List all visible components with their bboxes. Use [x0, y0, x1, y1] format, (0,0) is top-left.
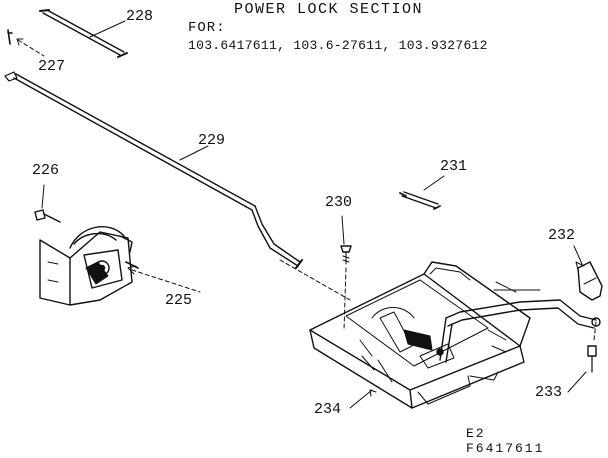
handle-lever-arm	[439, 299, 601, 363]
part-230-screw	[340, 215, 352, 331]
callout-227: 227	[38, 58, 66, 75]
part-228-rod	[39, 9, 128, 58]
part-232-knob	[573, 245, 603, 301]
callout-231: 231	[440, 158, 468, 175]
for-label: FOR:	[188, 20, 226, 36]
figure-id: F6417611	[466, 441, 545, 456]
model-numbers: 103.6417611, 103.6-27611, 103.9327612	[188, 38, 488, 53]
callout-225: 225	[165, 292, 193, 309]
diagram-title: POWER LOCK SECTION	[234, 1, 424, 18]
part-229-lock-rod	[4, 71, 351, 301]
part-226-screw	[34, 184, 61, 223]
callout-233: 233	[535, 384, 563, 401]
callout-226: 226	[32, 162, 60, 179]
part-225-actuator	[39, 226, 201, 306]
callout-232: 232	[548, 227, 576, 244]
callout-234: 234	[314, 401, 342, 418]
part-231-pin	[399, 175, 445, 210]
part-233-screw	[567, 321, 597, 393]
footer-code: E2	[466, 426, 486, 441]
callout-229: 229	[198, 132, 226, 149]
callout-228: 228	[126, 8, 154, 25]
part-234-base-plate	[309, 261, 541, 409]
callout-230: 230	[325, 194, 353, 211]
part-227-clip	[7, 29, 45, 57]
